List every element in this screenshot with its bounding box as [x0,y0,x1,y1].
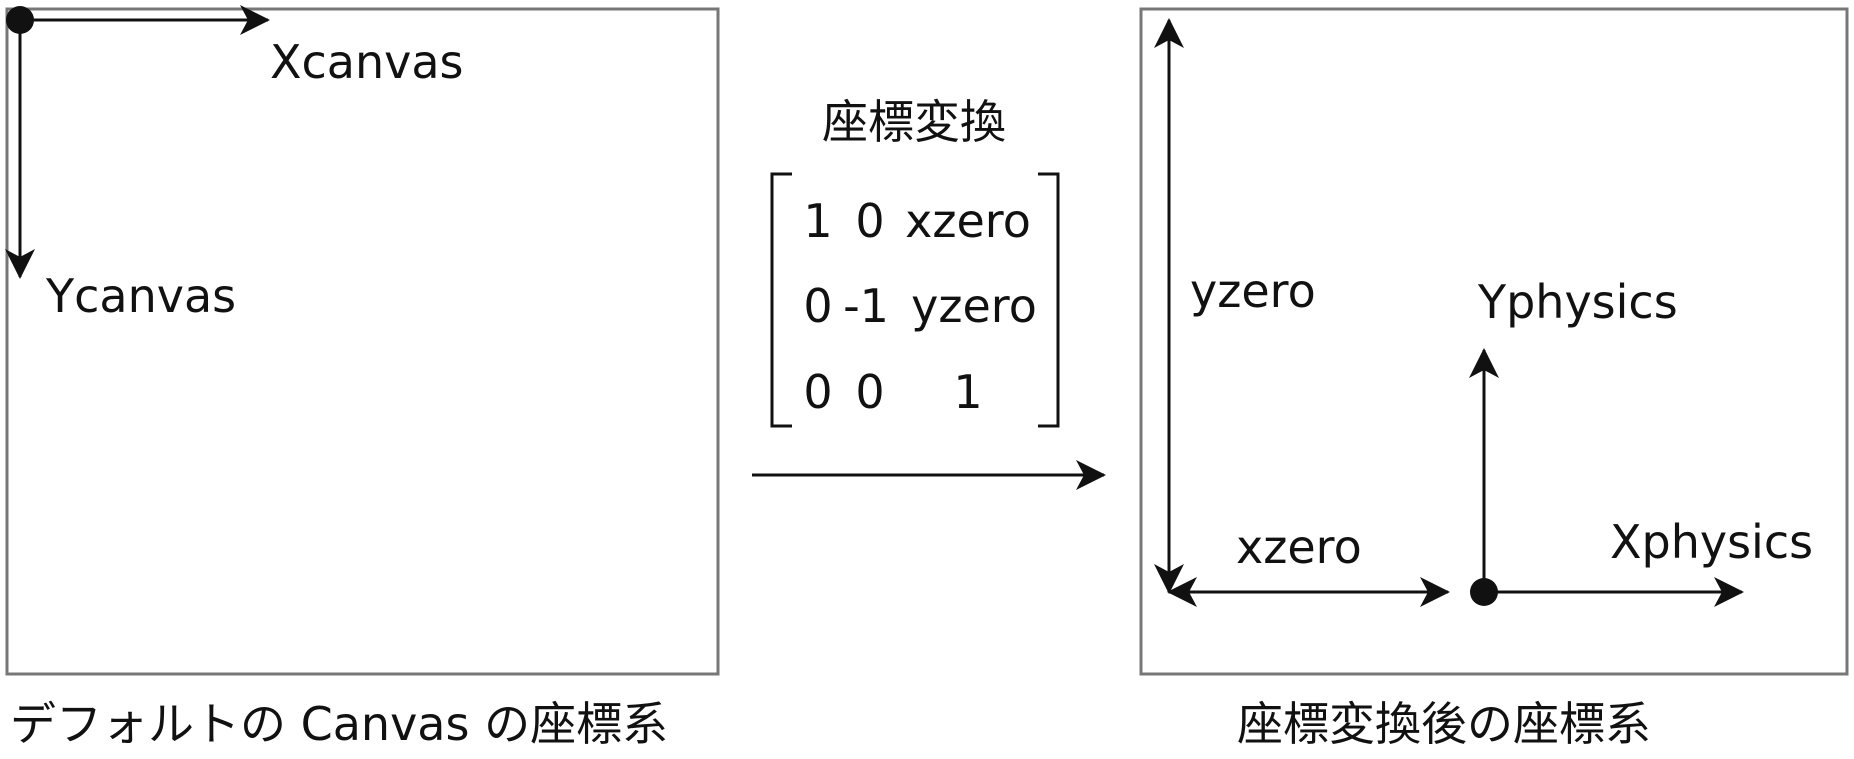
left-panel-caption: デフォルトの Canvas の座標系 [10,697,668,751]
transform-title: 座標変換 [822,95,1006,149]
ycanvas-label: Ycanvas [45,269,236,323]
matrix-cell: 0 [803,279,832,333]
matrix-cell: 0 [855,365,884,419]
matrix-left-bracket [770,172,792,428]
left-panel: Xcanvas Ycanvas デフォルトの Canvas の座標系 [5,5,720,751]
right-canvas-frame [1139,7,1849,676]
matrix-cell: yzero [911,279,1037,333]
yphysics-label: Yphysics [1477,275,1678,329]
matrix-cell: 0 [803,365,832,419]
matrix-cell: 0 [855,194,884,248]
canvas-origin-dot [6,6,34,34]
matrix-cell: 1 [803,194,832,248]
matrix-right-bracket [1038,172,1060,428]
physics-origin-dot [1470,578,1498,606]
xzero-label: xzero [1236,520,1362,574]
transform-section: 座標変換 1 0 xzero 0 -1 yzero 0 0 1 [752,95,1106,490]
xcanvas-label: Xcanvas [270,35,464,89]
left-canvas-frame [5,7,720,676]
yzero-label: yzero [1190,264,1316,318]
matrix-cell: -1 [843,279,889,333]
matrix-cell: 1 [953,365,982,419]
right-panel: yzero xzero Yphysics Xphysics 座標変換後の座標系 [1139,7,1849,751]
matrix-cell: xzero [905,194,1031,248]
right-panel-caption: 座標変換後の座標系 [1237,697,1651,751]
xphysics-label: Xphysics [1610,515,1813,569]
